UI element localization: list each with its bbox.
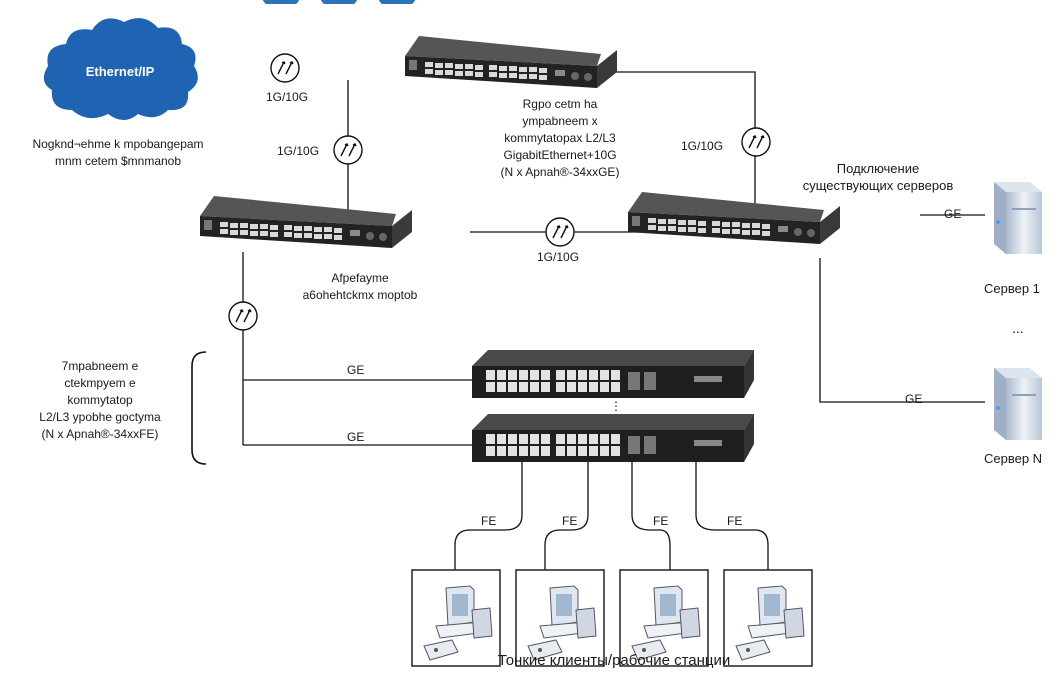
core-switch	[405, 36, 617, 88]
link-speed-label: 1G/10G	[266, 90, 309, 104]
link-pc-1	[454, 460, 523, 570]
server-n-label: Сервер N	[984, 451, 1043, 466]
link-pc-3	[631, 460, 671, 570]
link-pc-4	[695, 460, 769, 570]
existing-servers-line-2: существующих серверов	[802, 178, 954, 193]
links	[242, 71, 985, 570]
link-speed-icon	[228, 301, 258, 331]
upstream-link-label: Nogknd¬ehme k mpobangepam mnm cetem $mnm…	[8, 136, 228, 170]
access-switch-ellipsis: ⋮	[610, 399, 622, 413]
access-switch-2	[472, 414, 754, 462]
aggregation-label: Afpefayme a6ohehtckmx moptob	[290, 270, 430, 304]
link-pc-2	[544, 460, 589, 570]
fe-label: FE	[653, 514, 669, 528]
ge-label: GE	[905, 392, 923, 406]
core-layer-line-5: (N x Apnah®-34xxGE)	[500, 165, 620, 179]
ge-label: GE	[347, 363, 365, 377]
server-ellipsis: ...	[1012, 320, 1024, 336]
core-layer-line-3: kommytatopax L2/L3	[504, 131, 616, 145]
upstream-link-line-1: Nogknd¬ehme k mpobangepam	[32, 137, 204, 151]
link-speed-label: 1G/10G	[681, 139, 724, 153]
access-layer-line-1: 7mpabneem e	[61, 359, 139, 373]
core-layer-line-1: Rgpo cetm ha	[522, 97, 598, 111]
link-speed-icon	[270, 53, 300, 83]
core-layer-label: Rgpo cetm ha ympabneem x kommytatopax L2…	[470, 96, 650, 181]
upstream-link-line-2: mnm cetem $mnmanob	[54, 154, 182, 168]
access-layer-line-5: (N x Apnah®-34xxFE)	[41, 427, 159, 441]
access-layer-line-4: L2/L3 ypobhe goctyma	[39, 410, 161, 424]
fe-label: FE	[481, 514, 497, 528]
existing-servers-label: Подключение существующих серверов	[778, 160, 978, 194]
ge-label: GE	[944, 207, 962, 221]
link-server-n	[819, 258, 985, 403]
cloud-label: Ethernet/IP	[86, 64, 155, 79]
core-layer-line-2: ympabneem x	[522, 114, 598, 128]
link-speed-icon	[333, 135, 363, 165]
clients-caption: Тонкие клиенты/рабочие станции	[497, 652, 731, 669]
aggregation-line-2: a6ohehtckmx moptob	[302, 288, 418, 302]
ge-label: GE	[347, 430, 365, 444]
existing-servers-line-1: Подключение	[836, 161, 920, 176]
server-n-icon	[994, 368, 1042, 440]
core-layer-line-4: GigabitEthernet+10G	[503, 148, 617, 162]
access-switch-1	[472, 350, 754, 398]
link-speed-label: 1G/10G	[277, 144, 320, 158]
access-layer-line-3: kommytatop	[67, 393, 133, 407]
server-1-icon	[994, 182, 1042, 254]
link-core-to-server-switch	[560, 71, 756, 220]
server-switch	[628, 192, 840, 244]
ethernet-ip-cloud: Ethernet/IP	[43, 18, 198, 120]
access-layer-label: 7mpabneem e ctekmpyem e kommytatop L2/L3…	[20, 358, 180, 443]
link-speed-label: 1G/10G	[537, 250, 580, 264]
cropped-heading-fragment	[262, 0, 462, 4]
fe-label: FE	[562, 514, 578, 528]
access-layer-bracket	[191, 351, 207, 465]
server-1-label: Сервер 1	[984, 281, 1040, 296]
link-speed-icon	[545, 217, 575, 247]
link-speed-icon	[741, 127, 771, 157]
access-layer-line-2: ctekmpyem e	[64, 376, 136, 390]
fe-label: FE	[727, 514, 743, 528]
aggregation-switch	[200, 196, 412, 248]
aggregation-line-1: Afpefayme	[331, 271, 389, 285]
